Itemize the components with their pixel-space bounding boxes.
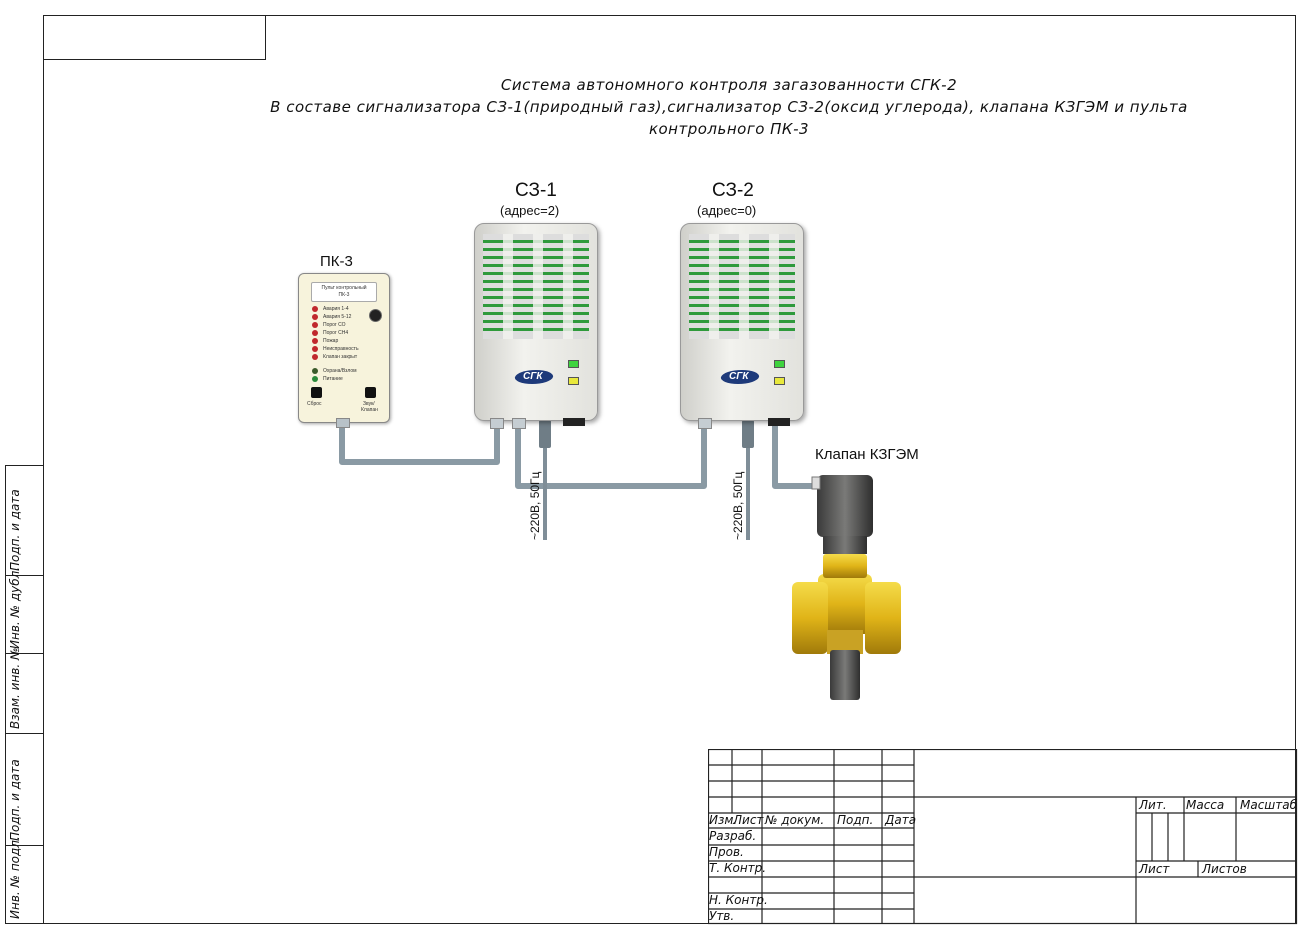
tb-row-tkontr: Т. Контр. bbox=[709, 861, 767, 875]
sz1-connector-2 bbox=[512, 418, 526, 429]
tb-row-nkontr: Н. Контр. bbox=[709, 893, 768, 907]
tb-scale: Масштаб bbox=[1240, 798, 1298, 812]
pk3-reset-label: Сброс bbox=[307, 401, 322, 407]
pk3-reset-button[interactable] bbox=[311, 387, 322, 398]
pk3-panel-title: Пульт контрольный bbox=[321, 285, 367, 291]
pk3-sound-label-2: Клапан bbox=[361, 407, 378, 413]
pk3-sound-button[interactable] bbox=[365, 387, 376, 398]
pk3-indicator-5: Пожар bbox=[323, 338, 339, 344]
sz1-device: СГК bbox=[474, 223, 598, 421]
side-stamp-2: Инв. № дубл. bbox=[5, 567, 43, 654]
sz2-address: (адрес=0) bbox=[697, 203, 757, 218]
drawing-frame bbox=[43, 15, 1296, 924]
tb-mass: Масса bbox=[1186, 798, 1225, 812]
pk3-indicator-4: Порог СН4 bbox=[323, 330, 349, 336]
sz1-connector-3 bbox=[563, 418, 585, 426]
pk3-led-2 bbox=[312, 314, 318, 320]
side-stamp-5: Инв. № подл. bbox=[5, 836, 43, 924]
side-stamp-2-label: Инв. № дубл. bbox=[8, 566, 22, 649]
sz2-connector-2 bbox=[768, 418, 790, 426]
pk3-panel: Пульт контрольный ПК-3 Авария 1-4 Авария… bbox=[298, 273, 390, 423]
side-stamp-3: Взам. инв. № bbox=[5, 648, 43, 734]
wire-sz2-valve bbox=[772, 422, 818, 489]
sz2-label: СЗ-2 bbox=[712, 180, 754, 201]
tb-row-utv: Утв. bbox=[709, 909, 735, 923]
title-block-grid bbox=[708, 749, 1298, 925]
title-line-2: В составе сигнализатора СЗ-1(природный г… bbox=[270, 98, 1188, 116]
side-stamp-1-label: Подп. и дата bbox=[8, 489, 22, 571]
tb-row-prov: Пров. bbox=[709, 845, 744, 859]
pk3-led-7 bbox=[312, 354, 318, 360]
sz1-logo: СГК bbox=[523, 371, 543, 382]
side-stamp-4-label: Подп. и дата bbox=[8, 759, 22, 841]
pk3-led-1 bbox=[312, 306, 318, 312]
tb-header-list: Лист bbox=[733, 813, 764, 827]
sz1-connector-1 bbox=[490, 418, 504, 429]
pk3-led-security bbox=[312, 368, 318, 374]
pk3-indicator-3: Порог СО bbox=[323, 322, 346, 328]
pk3-sound-label: Звук/ bbox=[363, 401, 375, 407]
sz2-led-yellow bbox=[774, 377, 785, 385]
pk3-indicator-7: Клапан закрыт bbox=[323, 354, 358, 360]
sz2-led-green bbox=[774, 360, 785, 368]
side-stamp-4: Подп. и дата bbox=[5, 734, 43, 846]
pk3-led-4 bbox=[312, 330, 318, 336]
pk3-connector bbox=[336, 418, 350, 428]
pk3-led-3 bbox=[312, 322, 318, 328]
sz2-device: СГК bbox=[680, 223, 804, 421]
sz1-led-yellow bbox=[568, 377, 579, 385]
wire-sz1-sz2 bbox=[515, 422, 707, 489]
side-stamp-3-label: Взам. инв. № bbox=[8, 647, 22, 729]
pk3-led-power bbox=[312, 376, 318, 382]
stamp-top-box bbox=[43, 15, 266, 60]
pk3-indicator-power: Питание bbox=[323, 376, 343, 382]
tb-row-razrab: Разраб. bbox=[709, 829, 757, 843]
pk3-indicator-1: Авария 1-4 bbox=[323, 306, 349, 312]
sz1-vent-grille bbox=[483, 234, 589, 339]
pk3-label: ПК-3 bbox=[320, 253, 353, 270]
pk3-display: Пульт контрольный ПК-3 bbox=[311, 282, 377, 302]
tb-header-doc: № докум. bbox=[765, 813, 825, 827]
side-stamp-5-label: Инв. № подл. bbox=[8, 836, 22, 919]
wire-pk3-sz1 bbox=[339, 417, 500, 465]
valve-kzgem bbox=[792, 475, 901, 700]
tb-sheets: Листов bbox=[1202, 862, 1247, 876]
title-line-1: Система автономного контроля загазованно… bbox=[500, 76, 958, 94]
sz2-connector-1 bbox=[698, 418, 712, 429]
sz2-logo: СГК bbox=[729, 371, 749, 382]
tb-sheet: Лист bbox=[1139, 862, 1170, 876]
pk3-led-5 bbox=[312, 338, 318, 344]
tb-lit: Лит. bbox=[1139, 798, 1167, 812]
pk3-indicator-6: Неисправность bbox=[323, 346, 359, 352]
tb-header-date: Дата bbox=[885, 813, 917, 827]
pk3-led-6 bbox=[312, 346, 318, 352]
sz1-power-label: ~220В, 50Гц bbox=[528, 471, 542, 540]
sz1-label: СЗ-1 bbox=[515, 180, 557, 201]
pk3-indicator-2: Авария 5-12 bbox=[323, 314, 352, 320]
pk3-buzzer bbox=[369, 309, 382, 322]
pk3-indicator-security: Охрана/Взлом bbox=[323, 368, 357, 374]
tb-header-izm: Изм. bbox=[709, 813, 738, 827]
sz1-address: (адрес=2) bbox=[500, 203, 560, 218]
sz1-led-green bbox=[568, 360, 579, 368]
tb-header-sign: Подп. bbox=[837, 813, 874, 827]
title-line-3: контрольного ПК-3 bbox=[648, 120, 810, 138]
pk3-panel-subtitle: ПК-3 bbox=[338, 292, 350, 298]
sz2-vent-grille bbox=[689, 234, 795, 339]
sz2-power-label: ~220В, 50Гц bbox=[731, 471, 745, 540]
valve-label: Клапан КЗГЭМ bbox=[815, 446, 919, 463]
side-stamp-1: Подп. и дата bbox=[5, 465, 43, 576]
